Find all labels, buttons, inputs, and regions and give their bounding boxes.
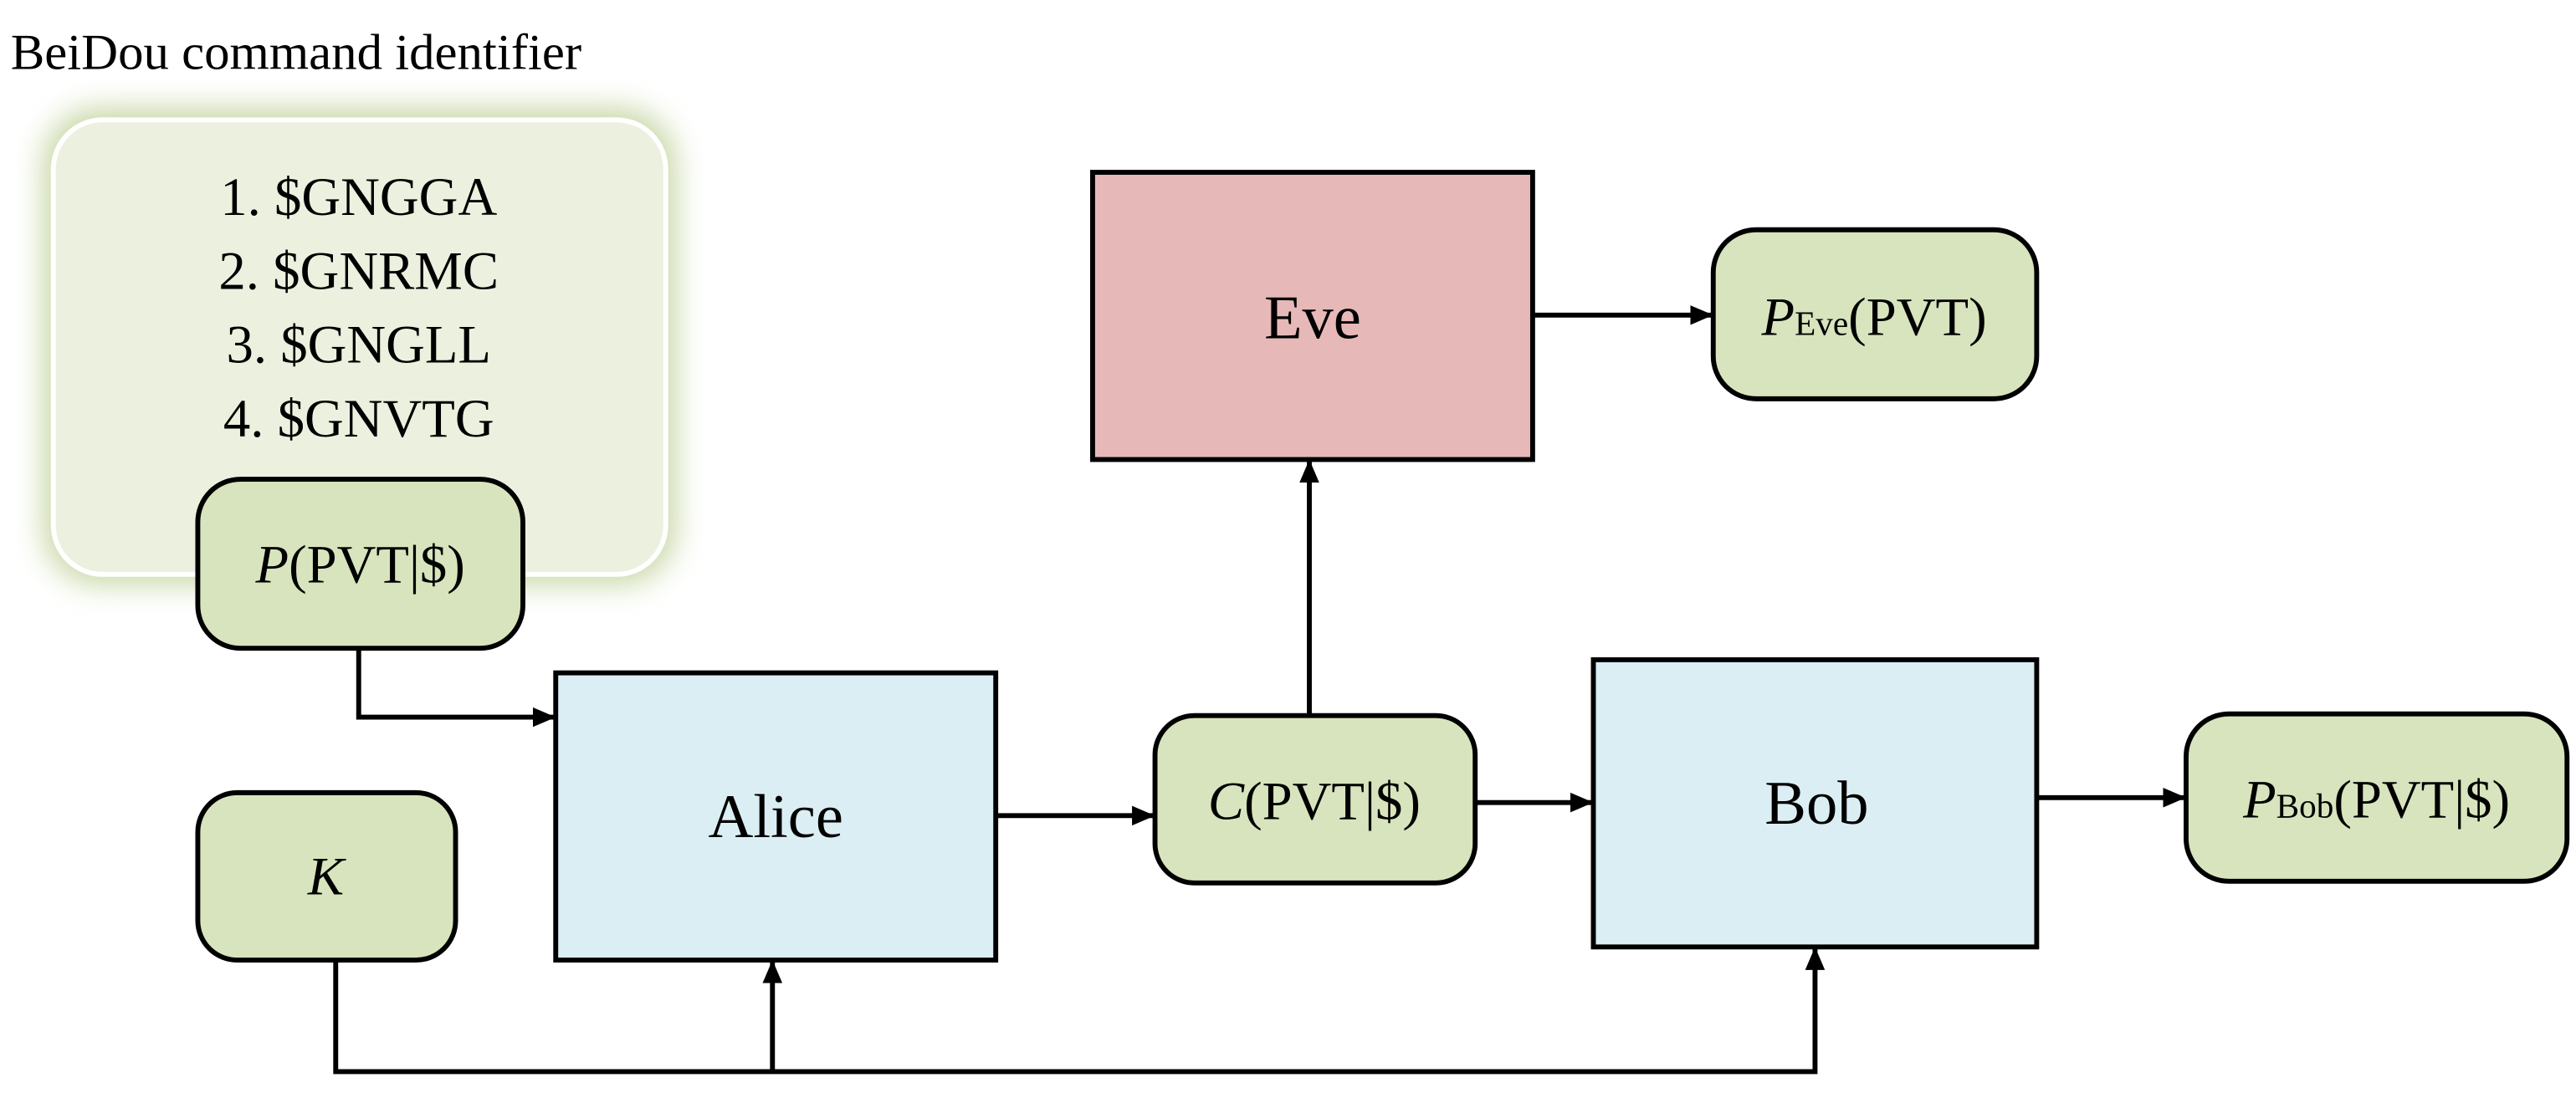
node-alice: Alice [553, 670, 999, 963]
command-item: 4. $GNVTG [223, 389, 494, 449]
node-eve: Eve [1090, 170, 1535, 462]
svg-text:Bob: Bob [1764, 769, 1868, 838]
svg-text:Alice: Alice [708, 783, 842, 851]
node-bob: Bob [1590, 656, 2040, 950]
svg-text:P(PVT|$): P(PVT|$) [255, 535, 465, 595]
node-p-eve: PEve(PVT) [1710, 227, 2040, 401]
node-k: K [195, 789, 458, 963]
command-panel: 1. $GNGGA 2. $GNRMC 3. $GNGLL 4. $GNVTG [43, 108, 676, 585]
command-item: 1. $GNGGA [220, 167, 497, 227]
edge-p-to-alice [356, 648, 556, 728]
node-p-pvt: P(PVT|$) [195, 477, 525, 651]
node-p-bob: PBob(PVT|$) [2184, 711, 2570, 884]
command-item: 3. $GNGLL [226, 315, 491, 375]
svg-text:K: K [307, 847, 346, 907]
svg-text:C(PVT|$): C(PVT|$) [1208, 771, 1421, 831]
title: BeiDou command identifier [11, 24, 581, 80]
node-ciphertext: C(PVT|$) [1152, 712, 1478, 886]
command-item: 2. $GNRMC [218, 241, 499, 301]
edges [333, 305, 2186, 1075]
svg-text:Eve: Eve [1264, 283, 1361, 352]
svg-text:PBob(PVT|$): PBob(PVT|$) [2242, 769, 2510, 830]
edge-k-to-bob [333, 947, 1826, 1075]
svg-text:PEve(PVT): PEve(PVT) [1761, 287, 1987, 347]
